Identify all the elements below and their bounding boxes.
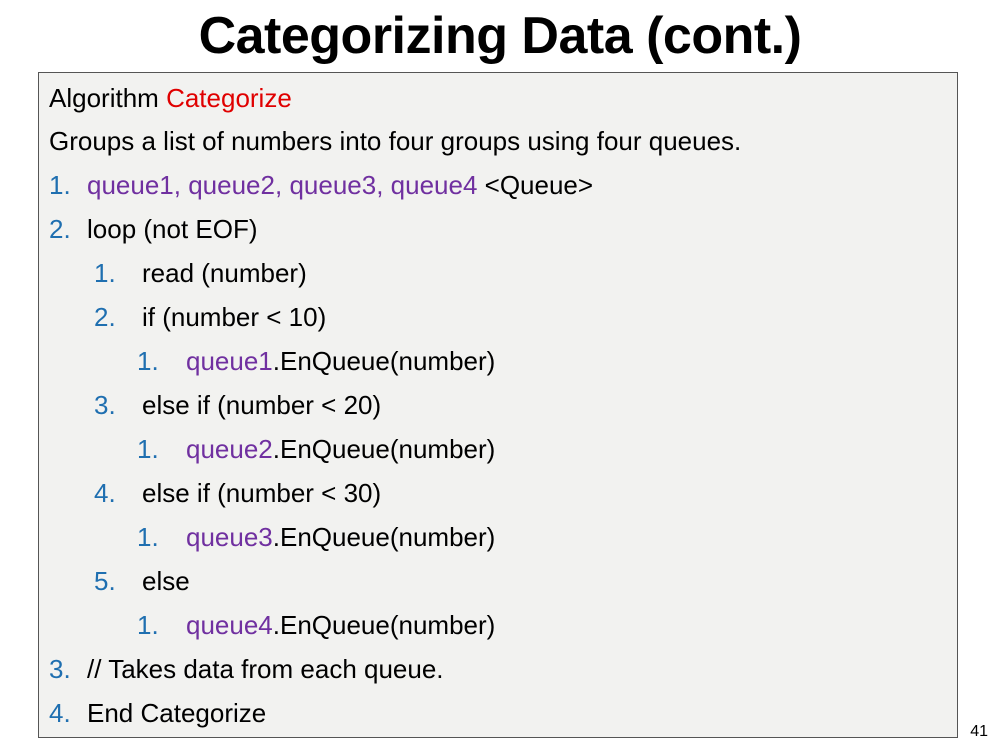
variable-name: , (376, 170, 391, 200)
code-text: loop (not EOF) (87, 214, 258, 244)
step-number: 4. (94, 478, 116, 508)
step-number: 2. (49, 214, 71, 244)
step-number: 1. (137, 522, 159, 552)
step-number: 1. (94, 258, 116, 288)
algorithm-prefix: Algorithm (49, 83, 159, 113)
step-number: 2. (94, 302, 116, 332)
page-number: 41 (970, 723, 988, 740)
code-text: else if (number < 30) (142, 478, 382, 508)
code-text: if (number < 10) (142, 302, 327, 332)
variable-name: queue2 (188, 170, 275, 200)
variable-name: queue4 (390, 170, 478, 200)
code-text: <Queue> (477, 170, 594, 200)
step-number: 3. (49, 654, 71, 684)
code-text: .EnQueue(number) (272, 434, 496, 464)
step-text: if (number < 10) (142, 302, 326, 332)
code-text: else (142, 566, 190, 596)
step-text: read (number) (142, 258, 307, 288)
step-number: 5. (94, 566, 116, 596)
step-number: 4. (49, 698, 71, 728)
algorithm-description: Groups a list of numbers into four group… (49, 126, 742, 156)
code-text: // Takes data from each queue. (87, 654, 444, 684)
variable-name: queue3 (289, 170, 377, 200)
algorithm-box: Algorithm Categorize Groups a list of nu… (38, 72, 958, 738)
step-text: loop (not EOF) (87, 214, 258, 244)
code-text: .EnQueue(number) (272, 610, 496, 640)
variable-name: , (173, 170, 189, 200)
step-text: queue1, queue2, queue3, queue4 <Queue> (87, 170, 593, 200)
step-text: else if (number < 30) (142, 478, 381, 508)
step-text: queue3.EnQueue(number) (186, 522, 495, 552)
variable-name: , (274, 170, 290, 200)
variable-name: queue1 (87, 170, 174, 200)
variable-name: queue1 (186, 346, 273, 376)
algorithm-name: Categorize (166, 83, 292, 113)
code-text: .EnQueue(number) (272, 346, 496, 376)
code-text: .EnQueue(number) (272, 522, 496, 552)
step-number: 1. (49, 170, 71, 200)
code-text: End Categorize (87, 698, 267, 728)
step-text: End Categorize (87, 698, 266, 728)
variable-name: queue4 (186, 610, 273, 640)
step-number: 1. (137, 610, 159, 640)
step-text: // Takes data from each queue. (87, 654, 444, 684)
step-number: 1. (137, 434, 159, 464)
code-text: read (number) (142, 258, 307, 288)
variable-name: queue3 (186, 522, 273, 552)
code-text: else if (number < 20) (142, 390, 382, 420)
slide-title: Categorizing Data (cont.) (198, 7, 802, 65)
variable-name: queue2 (186, 434, 273, 464)
step-number: 3. (94, 390, 116, 420)
step-text: else (142, 566, 190, 596)
step-text: queue2.EnQueue(number) (186, 434, 495, 464)
step-number: 1. (137, 346, 159, 376)
step-text: queue1.EnQueue(number) (186, 346, 495, 376)
step-text: queue4.EnQueue(number) (186, 610, 495, 640)
step-text: else if (number < 20) (142, 390, 381, 420)
algorithm-header: Algorithm Categorize (49, 83, 292, 113)
